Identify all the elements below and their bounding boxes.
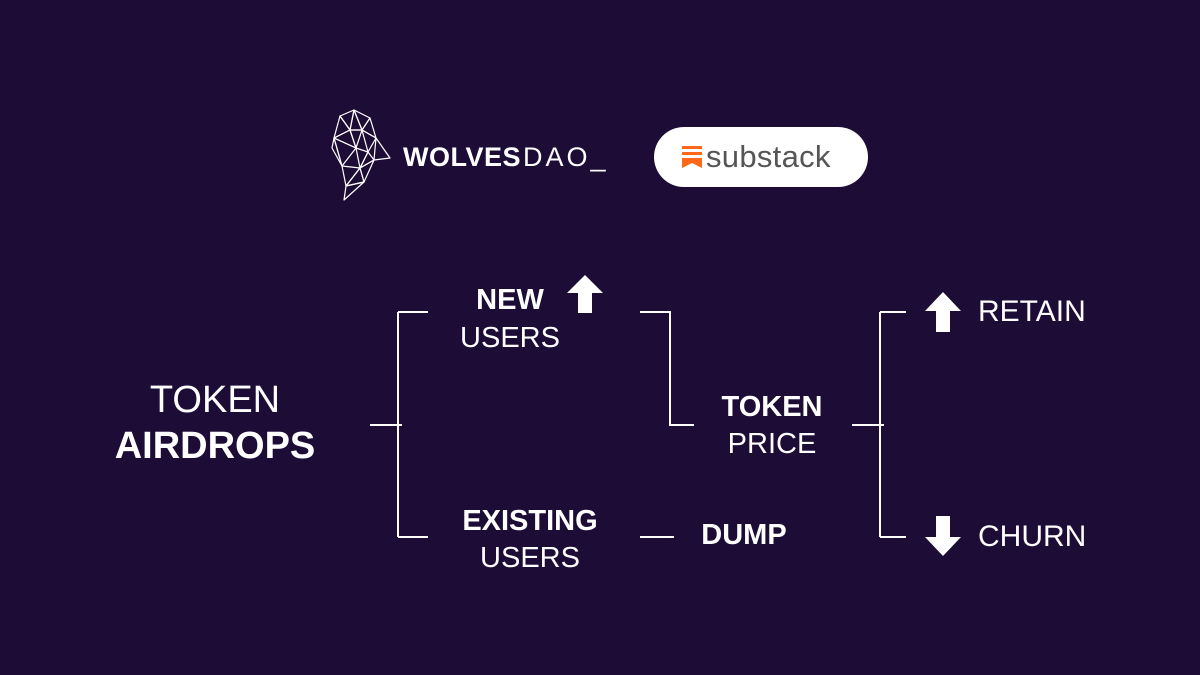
substack-icon <box>682 146 702 168</box>
retain-arrow-up-icon <box>925 292 961 332</box>
arrow-up-icon <box>567 275 603 313</box>
token-price-line2: PRICE <box>727 428 817 460</box>
existing-users-line1: EXISTING <box>462 505 598 537</box>
substack-label: substack <box>706 139 831 174</box>
churn-arrow-down-icon <box>925 516 961 556</box>
wolvesdao-wordmark: WOLVESDAO_ <box>403 139 609 175</box>
retain-label: RETAIN <box>978 295 1086 328</box>
root-label-line1: TOKEN <box>149 379 281 421</box>
substack-badge <box>654 127 868 187</box>
wolf-icon <box>331 109 391 201</box>
price-bracket <box>852 311 906 538</box>
brand-primary: WOLVES <box>403 142 522 172</box>
new-users-line1: NEW <box>476 284 544 316</box>
existing-users-line2: USERS <box>480 542 580 574</box>
new-users-line2: USERS <box>460 322 560 354</box>
token-price-line1: TOKEN <box>721 391 823 423</box>
root-label-line2: AIRDROPS <box>114 425 316 467</box>
churn-label: CHURN <box>978 520 1087 553</box>
dump-label: DUMP <box>701 519 787 551</box>
brand-secondary: DAO_ <box>523 142 609 172</box>
root-bracket <box>370 311 428 538</box>
new-users-connector <box>640 311 694 426</box>
